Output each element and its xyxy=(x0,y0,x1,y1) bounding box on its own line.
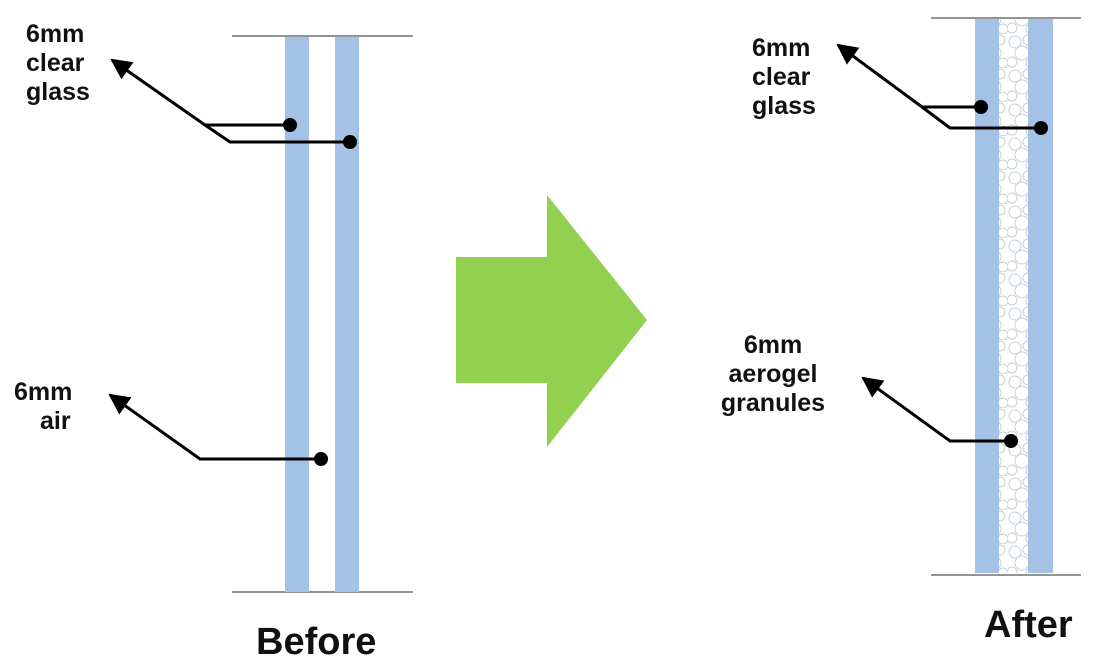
before-glass-label-line1: 6mm xyxy=(26,20,85,48)
after-caption: After xyxy=(984,604,1073,646)
before-air-label: 6mm air xyxy=(14,378,72,436)
aerogel-granule-fill xyxy=(999,19,1028,573)
after-glass-leader xyxy=(836,43,1048,135)
before-glass-leader xyxy=(110,58,357,149)
before-glass-pane-right xyxy=(335,37,359,592)
after-panel xyxy=(836,17,1081,576)
after-glass-label-line3: glass xyxy=(752,92,816,120)
before-panel xyxy=(108,35,413,593)
after-aerogel-label-line2: aerogel xyxy=(728,360,818,388)
after-glass-label-line1: 6mm xyxy=(752,34,811,62)
after-glass-pane-right xyxy=(1028,19,1053,573)
before-glass-label: 6mm clear glass xyxy=(26,20,90,107)
after-glass-label-line2: clear xyxy=(752,63,811,91)
after-aerogel-label: 6mm aerogel granules xyxy=(712,331,834,418)
after-aerogel-leader xyxy=(861,376,1018,448)
after-aerogel-label-line1: 6mm xyxy=(743,331,803,359)
before-air-label-line1: 6mm xyxy=(14,378,73,406)
before-air-label-line2: air xyxy=(40,407,71,435)
transition-arrow xyxy=(456,195,647,447)
before-glass-label-line3: glass xyxy=(26,78,90,106)
before-glass-label-line2: clear xyxy=(26,49,85,77)
before-caption: Before xyxy=(256,621,377,663)
after-glass-label: 6mm clear glass xyxy=(752,34,816,121)
after-aerogel-label-line3: granules xyxy=(720,389,826,417)
before-air-leader xyxy=(108,393,328,466)
